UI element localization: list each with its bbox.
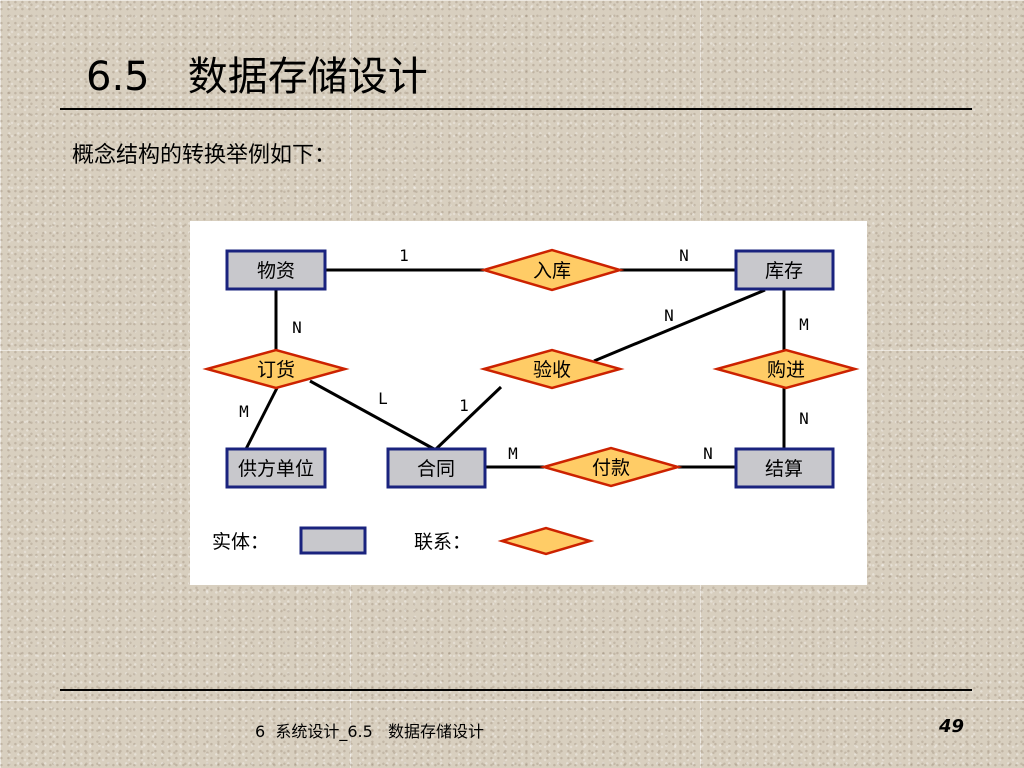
slide-subtitle: 概念结构的转换举例如下： (72, 143, 337, 168)
slide-title: 6.5 数据存储设计 (86, 54, 428, 100)
entity-wuzi: 物资 (225, 249, 327, 291)
card-yanshou-kucun: N (664, 306, 674, 325)
card-goujin-jiesuan: N (799, 409, 809, 428)
er-diagram-svg: 物资 库存 供方单位 合同 结算 入库 订货 验收 (202, 246, 860, 556)
entity-kucun-label: 库存 (765, 260, 803, 282)
entity-gongfang-label: 供方单位 (238, 458, 314, 480)
er-diagram: 物资 库存 供方单位 合同 结算 入库 订货 验收 (190, 221, 867, 585)
legend: 实体： 联系： (212, 526, 595, 556)
relationship-ruku-label: 入库 (533, 260, 571, 282)
slide-footer: 6 系统设计_6.5 数据存储设计 (255, 722, 485, 741)
legend-entity-label: 实体： (212, 531, 269, 553)
card-dinghuo-gongfang: M (239, 402, 249, 421)
line-yanshou-hetong (434, 385, 503, 451)
card-kucun-goujin: M (799, 315, 809, 334)
entity-kucun: 库存 (734, 249, 835, 291)
footer-divider (60, 689, 972, 691)
card-fukuan-jiesuan: N (703, 444, 713, 463)
page-number: 49 (938, 716, 964, 737)
relationship-fukuan: 付款 (539, 446, 683, 488)
card-wuzi-ruku: 1 (399, 246, 409, 265)
legend-relationship-label: 联系： (414, 531, 471, 553)
connector-lines (244, 268, 786, 469)
card-dinghuo-hetong: L (378, 389, 388, 408)
entity-wuzi-label: 物资 (257, 260, 295, 282)
entity-jiesuan-label: 结算 (765, 458, 803, 480)
relationship-dinghuo: 订货 (202, 348, 350, 390)
relationship-yanshou: 验收 (479, 348, 625, 390)
card-hetong-fukuan: M (508, 444, 518, 463)
relationship-ruku: 入库 (479, 248, 625, 292)
line-dinghuo-hetong (309, 379, 435, 451)
line-dinghuo-gongfang (244, 385, 280, 450)
card-wuzi-dinghuo: N (292, 318, 302, 337)
legend-entity-swatch (299, 526, 367, 555)
relationship-dinghuo-label: 订货 (257, 359, 295, 381)
entity-gongfang: 供方单位 (225, 447, 327, 489)
card-ruku-kucun: N (679, 246, 689, 265)
entity-hetong-label: 合同 (417, 458, 455, 480)
relationship-goujin: 购进 (712, 348, 860, 390)
card-yanshou-hetong: 1 (459, 396, 469, 415)
line-yanshou-kucun (593, 288, 766, 363)
legend-relationship-swatch (497, 526, 595, 556)
entity-hetong: 合同 (386, 447, 487, 489)
relationship-fukuan-label: 付款 (592, 457, 630, 479)
title-divider (60, 108, 972, 110)
relationship-yanshou-label: 验收 (533, 359, 571, 381)
relationship-goujin-label: 购进 (767, 359, 805, 381)
entity-jiesuan: 结算 (734, 447, 835, 489)
